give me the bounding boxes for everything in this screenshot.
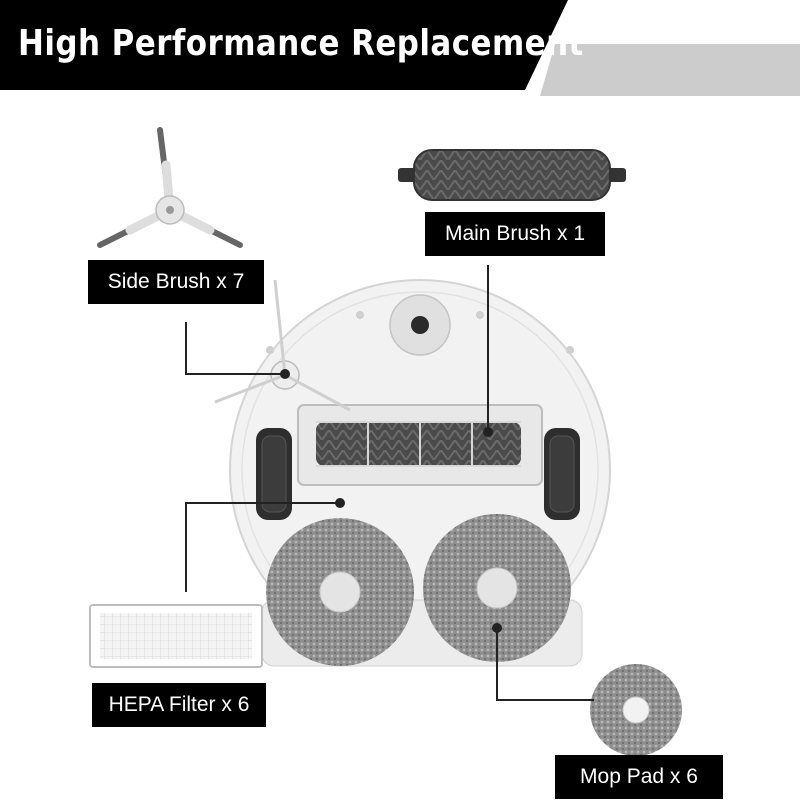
mop-pad-image bbox=[590, 664, 682, 756]
banner-shape bbox=[0, 0, 800, 96]
callout-dots bbox=[280, 369, 502, 633]
header-banner: High Performance Replacement bbox=[0, 0, 800, 110]
mop-pad-callout bbox=[496, 628, 594, 701]
banner-black-strip bbox=[0, 0, 568, 90]
robot-vacuum-image bbox=[214, 279, 611, 667]
side-brush-callout bbox=[185, 322, 285, 375]
main-brush-label: Main Brush x 1 bbox=[425, 212, 605, 256]
mop-pad-dot bbox=[492, 623, 502, 633]
hepa-filter-image bbox=[89, 604, 263, 668]
hepa-filter-callout bbox=[185, 502, 340, 592]
hepa-filter-dot bbox=[335, 498, 345, 508]
side-brush-dot bbox=[280, 369, 290, 379]
mop-pad-label: Mop Pad x 6 bbox=[555, 755, 723, 799]
main-brush-image bbox=[398, 149, 626, 201]
main-brush-dot bbox=[483, 427, 493, 437]
callout-lines bbox=[185, 265, 594, 701]
side-brush-label: Side Brush x 7 bbox=[88, 260, 264, 304]
hepa-filter-label: HEPA Filter x 6 bbox=[92, 683, 266, 727]
banner-accent-strip bbox=[540, 44, 800, 96]
banner-title: High Performance Replacement bbox=[18, 23, 584, 64]
side-brush-image bbox=[97, 127, 243, 248]
